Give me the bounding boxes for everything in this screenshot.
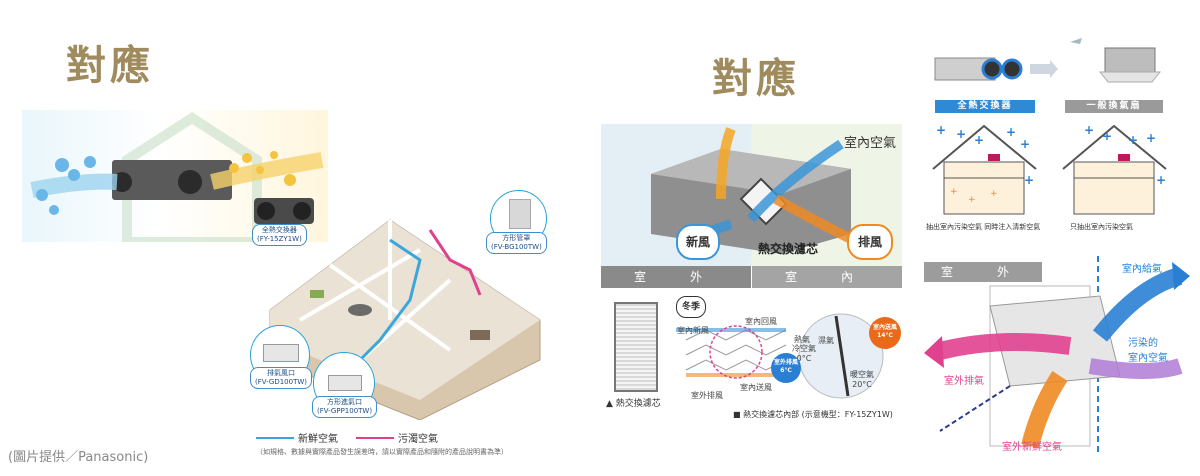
outdoor-exhaust-circle: 室外排風 6°C <box>771 353 801 383</box>
svg-text:+: + <box>968 195 976 205</box>
polluted-air-label: 污染的 室內空氣 <box>1128 338 1168 364</box>
grille-label: 方形管罩 (FV-BG100TW) <box>486 232 547 254</box>
exhaust-label: 排氣風口 (FV-GD100TW) <box>250 367 313 389</box>
fresh-air-circle: 新風 <box>676 224 720 260</box>
outdoor-exhaust-label: 室外排風 <box>691 391 723 400</box>
filter-cube <box>614 302 658 392</box>
cold-air-temp: 0°C <box>796 354 812 363</box>
indoor-bar: 室 內 <box>752 266 902 288</box>
svg-text:+: + <box>1006 125 1016 139</box>
wet-air-label: 濕氣 <box>818 336 834 345</box>
warm-air-name: 暖空氣 <box>850 370 874 379</box>
legend-note: （如規格、數據與實際產品發生誤差時，請以實際產品和隨附的產品說明書為準） <box>256 448 508 456</box>
outdoor-bar: 室 外 <box>601 266 751 288</box>
middle-heading: 對應 <box>712 56 800 102</box>
warm-air-temp: 20°C <box>852 380 872 389</box>
svg-text:+: + <box>1084 123 1094 137</box>
indoor-supply-label: 室內送風 <box>740 383 772 392</box>
exhaust-air-circle: 排風 <box>847 224 893 260</box>
winter-badge: 冬季 <box>676 296 706 318</box>
fresh-legend-label: 新鮮空氣 <box>298 434 338 445</box>
airflow-diagram <box>924 256 1190 456</box>
indoor-fresh-label: 室內新風 <box>677 326 709 335</box>
legend: 新鮮空氣 污濁空氣 （如規格、數據與實際產品發生誤差時，請以實際產品和隨附的產品… <box>256 430 556 460</box>
svg-text:+: + <box>936 123 946 137</box>
left-heading: 對應 <box>66 43 154 89</box>
fresh-air-duct <box>358 238 422 362</box>
filter-caption: ▲ 熱交換濾芯 <box>606 399 661 409</box>
svg-text:+: + <box>950 187 958 197</box>
total-exchanger-tag: 全熱交換器 <box>935 100 1035 113</box>
svg-text:+: + <box>956 127 966 141</box>
svg-text:+: + <box>1020 137 1030 151</box>
indoor-supply-circle: 室內送風 14°C <box>869 317 901 349</box>
winter-label: 冬季 <box>681 302 700 312</box>
fresh-legend-line <box>256 437 294 439</box>
total-exchanger-house: + + + + + + + + + <box>932 123 1037 215</box>
svg-text:+: + <box>1102 129 1112 143</box>
dirty-legend-label: 污濁空氣 <box>398 434 438 445</box>
svg-text:+: + <box>1146 131 1156 145</box>
cold-air-name: 冷空氣 <box>792 344 816 353</box>
svg-text:+: + <box>1156 173 1166 187</box>
outdoor-exhaust-label-right: 室外排氣 <box>944 376 984 387</box>
dirty-legend-line <box>356 437 394 439</box>
right-outdoor-bar: 室 外 <box>924 262 1042 282</box>
indoor-supply-label-right: 室內給氣 <box>1122 264 1162 275</box>
product-comparison-graphic <box>934 38 1162 83</box>
svg-text:+: + <box>990 189 998 199</box>
exhaust-air-label: 排風 <box>857 235 882 249</box>
outdoor-fresh-label: 室外新鮮空氣 <box>1002 442 1062 453</box>
intake-label: 方形進氣口 (FV-GPP100TW) <box>312 396 378 418</box>
indoor-air-label: 室內空氣 <box>844 136 897 151</box>
device-label: 全熱交換器 (FY-15ZY1W) <box>252 224 307 246</box>
image-credit: (圖片提供／Panasonic) <box>8 450 149 465</box>
house-outline-graphic <box>30 112 324 242</box>
hot-air-label: 熱氣 <box>794 335 810 344</box>
core-detail-diagram <box>676 313 884 399</box>
total-exchanger-caption: 抽出室內污染空氣 同時注入清新空氣 <box>926 223 1041 231</box>
svg-text:+: + <box>1024 173 1034 187</box>
warm-air-label: 暖空氣 20°C <box>850 369 874 389</box>
svg-text:+: + <box>1128 133 1138 147</box>
core-detail-caption: ■ 熱交換濾芯內部 (示意機型：FY-15ZY1W) <box>733 410 893 419</box>
svg-text:+: + <box>974 133 984 147</box>
general-fan-tag: 一般換氣扇 <box>1065 100 1163 113</box>
general-fan-house: + + + + + <box>1062 123 1167 215</box>
fresh-air-label: 新風 <box>685 235 710 249</box>
cold-air-label: 冷空氣 0°C <box>792 343 816 363</box>
core-label: 熱交換濾芯 <box>758 242 819 256</box>
hero-illustration <box>22 110 328 242</box>
general-fan-caption: 只抽出室內污染空氣 <box>1070 223 1133 231</box>
dirty-air-duct <box>428 229 482 296</box>
indoor-return-label: 室內回風 <box>745 317 777 326</box>
